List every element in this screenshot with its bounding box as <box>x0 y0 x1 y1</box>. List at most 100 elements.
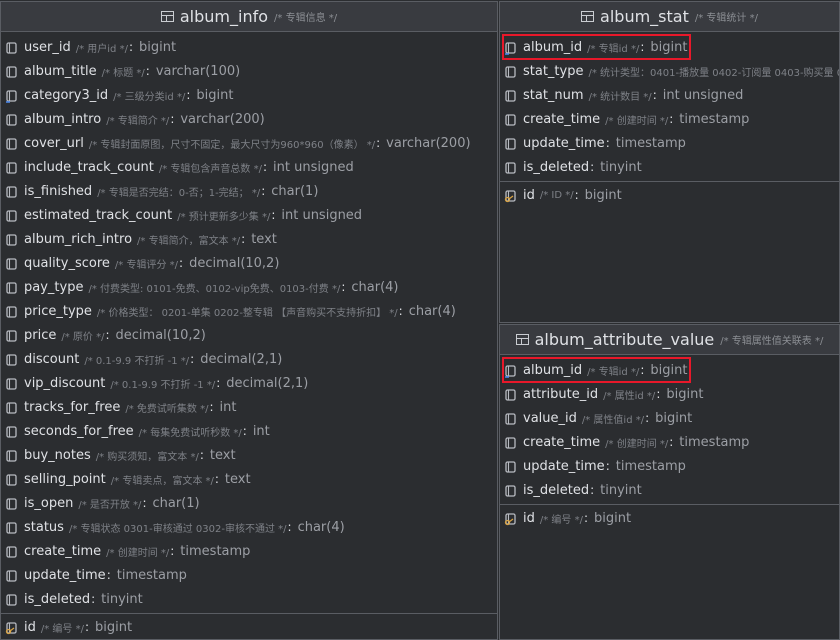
column-comment: /* 价格类型： 0201-单集 0202-整专辑 【声音购买不支持折扣】 */ <box>96 307 398 319</box>
column-icon <box>5 280 18 294</box>
table-album-attribute-value[interactable]: album_attribute_value/* 专辑属性值关联表 */album… <box>499 324 840 640</box>
column-separator: : <box>669 435 674 449</box>
column-icon <box>504 112 517 126</box>
column-row[interactable]: attribute_id/* 属性id */:bigint <box>500 382 839 406</box>
column-row[interactable]: category3_id/* 三级分类id */:bigint <box>1 83 497 107</box>
column-type: tinyint <box>101 591 143 607</box>
column-name: album_id <box>523 362 583 378</box>
table-header[interactable]: album_stat/* 专辑统计 */ <box>500 2 839 32</box>
column-name: update_time <box>523 458 605 474</box>
column-row[interactable]: selling_point/* 专辑卖点，富文本 */:text <box>1 467 497 491</box>
column-row[interactable]: status/* 专辑状态 0301-审核通过 0302-审核不通过 */:ch… <box>1 515 497 539</box>
column-comment: /* 专辑封面原图，尺寸不固定，最大尺寸为960*960（像素） */ <box>88 139 376 151</box>
column-row[interactable]: stat_num/* 统计数目 */:int unsigned <box>500 83 839 107</box>
column-icon <box>5 448 18 462</box>
foreign-key-column-icon <box>504 40 517 55</box>
column-row[interactable]: update_time:timestamp <box>1 563 497 587</box>
column-name: value_id <box>523 410 577 426</box>
column-separator: : <box>376 136 381 150</box>
column-icon <box>5 232 18 246</box>
column-row[interactable]: is_finished/* 专辑是否完结：0-否；1-完结； */:char(1… <box>1 179 497 203</box>
column-type: timestamp <box>615 135 686 151</box>
column-icon <box>5 64 18 78</box>
column-row[interactable]: pay_type/* 付费类型: 0101-免费、0102-vip免费、0103… <box>1 275 497 299</box>
column-row[interactable]: seconds_for_free/* 每集免费试听秒数 */:int <box>1 419 497 443</box>
column-row[interactable]: album_title/* 标题 */:varchar(100) <box>1 59 497 83</box>
column-type: timestamp <box>679 434 750 450</box>
column-separator: : <box>261 184 266 198</box>
column-row[interactable]: vip_discount/* 0.1-9.9 不打折 -1 */:decimal… <box>1 371 497 395</box>
column-icon <box>5 184 18 198</box>
table-album-stat[interactable]: album_stat/* 专辑统计 */album_id/* 专辑id */:b… <box>499 1 840 323</box>
column-row[interactable]: buy_notes/* 购买须知，富文本 */:text <box>1 443 497 467</box>
column-row[interactable]: id/* 编号 */:bigint <box>500 506 839 530</box>
column-type: bigint <box>196 87 234 103</box>
table-icon <box>160 11 174 22</box>
column-icon <box>5 160 18 174</box>
column-name: category3_id <box>24 87 109 103</box>
column-type: varchar(200) <box>180 111 265 127</box>
column-icon <box>5 544 18 558</box>
column-comment: /* 免费试听集数 */ <box>125 403 209 415</box>
column-name: update_time <box>523 135 605 151</box>
column-separator: : <box>640 40 645 54</box>
column-row[interactable]: tracks_for_free/* 免费试听集数 */:int <box>1 395 497 419</box>
column-row[interactable]: create_time/* 创建时间 */:timestamp <box>500 430 839 454</box>
column-row[interactable]: update_time:timestamp <box>500 131 839 155</box>
column-row[interactable]: price/* 原价 */:decimal(10,2) <box>1 323 497 347</box>
table-name: album_attribute_value <box>534 330 715 349</box>
column-comment: /* 专辑简介，富文本 */ <box>137 235 241 247</box>
table-header[interactable]: album_info/* 专辑信息 */ <box>1 2 497 32</box>
column-type: tinyint <box>600 159 642 175</box>
column-row[interactable]: is_deleted:tinyint <box>1 587 497 611</box>
column-row[interactable]: id/* 编号 */:bigint <box>1 615 497 639</box>
column-comment: /* 专辑包含声音总数 */ <box>158 163 262 175</box>
column-name: buy_notes <box>24 447 91 463</box>
column-row[interactable]: include_track_count/* 专辑包含声音总数 */:int un… <box>1 155 497 179</box>
column-row[interactable]: is_deleted:tinyint <box>500 478 839 502</box>
column-row[interactable]: price_type/* 价格类型： 0201-单集 0202-整专辑 【声音购… <box>1 299 497 323</box>
column-row[interactable]: is_deleted:tinyint <box>500 155 839 179</box>
column-row[interactable]: create_time/* 创建时间 */:timestamp <box>1 539 497 563</box>
column-row[interactable]: create_time/* 创建时间 */:timestamp <box>500 107 839 131</box>
column-separator: : <box>287 520 292 534</box>
table-header[interactable]: album_attribute_value /* 专辑属性值关联表 */ <box>500 325 839 355</box>
column-row[interactable]: update_time:timestamp <box>500 454 839 478</box>
column-row[interactable]: album_rich_intro/* 专辑简介，富文本 */:text <box>1 227 497 251</box>
column-separator: : <box>190 352 195 366</box>
column-row[interactable]: album_id/* 专辑id */:bigint <box>500 34 839 60</box>
column-row[interactable]: cover_url/* 专辑封面原图，尺寸不固定，最大尺寸为960*960（像素… <box>1 131 497 155</box>
column-row[interactable]: album_intro/* 专辑简介 */:varchar(200) <box>1 107 497 131</box>
column-row[interactable]: is_open/* 是否开放 */:char(1) <box>1 491 497 515</box>
column-row[interactable]: id/* ID */:bigint <box>500 183 839 207</box>
column-row[interactable]: user_id/* 用户id */:bigint <box>1 35 497 59</box>
column-icon <box>504 435 517 449</box>
column-separator: : <box>105 328 110 342</box>
column-comment: /* 标题 */ <box>101 67 145 79</box>
column-row[interactable]: value_id/* 属性值id */:bigint <box>500 406 839 430</box>
column-separator: : <box>170 544 175 558</box>
column-name: selling_point <box>24 471 106 487</box>
column-separator: : <box>199 448 204 462</box>
table-comment: /* 专辑属性值关联表 */ <box>720 336 824 347</box>
column-row[interactable]: estimated_track_count/* 预计更新多少集 */:int u… <box>1 203 497 227</box>
column-type: decimal(10,2) <box>189 255 280 271</box>
column-comment: /* 用户id */ <box>75 43 128 55</box>
column-row[interactable]: quality_score/* 专辑评分 */:decimal(10,2) <box>1 251 497 275</box>
column-icon <box>504 64 517 78</box>
column-type: bigint <box>655 410 693 426</box>
column-type: bigint <box>584 187 622 203</box>
column-icon <box>504 483 517 497</box>
key-divider <box>500 504 839 506</box>
column-row[interactable]: album_id/* 专辑id */:bigint <box>500 357 839 383</box>
column-row[interactable]: discount/* 0.1-9.9 不打折 -1 */:decimal(2,1… <box>1 347 497 371</box>
table-comment: /* 专辑统计 */ <box>694 13 758 24</box>
column-comment: /* 专辑状态 0301-审核通过 0302-审核不通过 */ <box>68 523 287 535</box>
column-name: user_id <box>24 39 71 55</box>
column-icon <box>504 160 517 174</box>
column-row[interactable]: stat_type/* 统计类型：0401-播放量 0402-订阅量 0403-… <box>500 59 839 83</box>
column-separator: : <box>106 568 111 582</box>
column-icon <box>5 376 18 390</box>
table-album-info[interactable]: album_info/* 专辑信息 */ user_id /* 用户id */: bi… <box>0 1 498 640</box>
